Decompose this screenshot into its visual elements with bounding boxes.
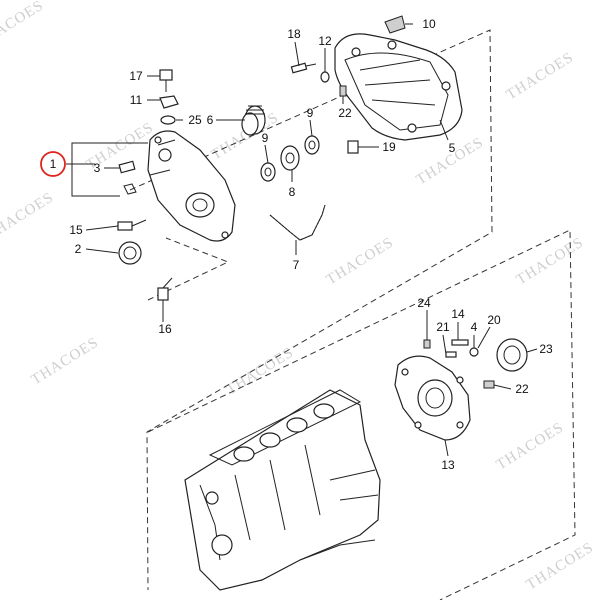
bolt-part-18	[290, 62, 317, 74]
plug-part-10	[384, 15, 406, 34]
callout-25: 25	[188, 113, 202, 127]
oil-seal-part-23	[496, 338, 528, 372]
callout-4: 4	[471, 320, 478, 334]
bracket-part-11	[159, 95, 179, 109]
timing-cover-part-1	[147, 130, 236, 242]
callout-8: 8	[289, 185, 296, 199]
callout-labels: 1 3 15 2 16 17 11 25 6 9 9 8 7 18 12 22 …	[50, 17, 553, 472]
bolt-part-14	[451, 339, 469, 346]
watermark: THACOES	[0, 189, 57, 243]
dowel-pin-part-22-lower	[483, 380, 495, 389]
washer-part-25	[160, 115, 176, 125]
callout-22-lower: 22	[515, 382, 529, 396]
lower-boundary-line	[147, 229, 576, 600]
callout-11: 11	[130, 93, 143, 107]
watermark: THACOES	[224, 344, 297, 398]
callout-17: 17	[129, 69, 143, 83]
engine-block	[184, 389, 381, 591]
callout-18: 18	[287, 27, 301, 41]
bearing-part-9-left	[260, 162, 276, 182]
watermark: THACOES	[494, 419, 567, 473]
callout-23: 23	[539, 342, 553, 356]
callout-19: 19	[382, 140, 396, 154]
oil-seal-part-2	[118, 241, 142, 265]
callout-20: 20	[487, 313, 501, 327]
callout-21: 21	[436, 320, 450, 334]
chain-part-7	[269, 204, 326, 241]
callout-5: 5	[449, 141, 456, 155]
bolt-part-17	[159, 69, 173, 92]
gear-case-part-5	[334, 33, 463, 141]
callout-12: 12	[318, 34, 332, 48]
o-ring-part-12	[320, 71, 330, 83]
bolt-part-16	[157, 277, 173, 301]
callout-7: 7	[293, 258, 300, 272]
bearing-part-9-right	[304, 135, 320, 155]
cover-boundary-line	[147, 237, 230, 301]
idler-gear-part-6	[241, 105, 266, 136]
bolt-part-15	[117, 219, 147, 231]
callout-9-left: 9	[262, 131, 269, 145]
callout-1: 1	[50, 157, 57, 171]
pin-part-24	[423, 339, 431, 349]
callout-3: 3	[94, 161, 101, 175]
bolt-part-19	[347, 140, 368, 154]
callout-9-right: 9	[307, 106, 314, 120]
watermark: THACOES	[0, 0, 47, 51]
watermark: THACOES	[524, 539, 597, 593]
washer-part-20	[469, 347, 479, 357]
callout-14: 14	[451, 307, 465, 321]
watermark: THACOES	[324, 234, 397, 288]
callout-6: 6	[207, 113, 214, 127]
watermark: THACOES	[29, 334, 102, 388]
callout-15: 15	[69, 223, 83, 237]
callout-22-upper: 22	[338, 106, 352, 120]
gear-part-8	[280, 145, 300, 171]
rear-plate-part-13	[394, 355, 471, 441]
callout-13: 13	[441, 458, 455, 472]
callout-2: 2	[75, 242, 82, 256]
pin-part-3	[118, 160, 137, 195]
callout-24: 24	[417, 296, 431, 310]
callout-10: 10	[422, 17, 436, 31]
watermark: THACOES	[504, 49, 577, 103]
leader-lines	[66, 23, 538, 457]
callout-16: 16	[158, 322, 172, 336]
dowel-pin-part-22	[339, 85, 347, 97]
watermark: THACOES	[514, 234, 587, 288]
bolt-part-21	[445, 351, 457, 358]
callout-highlight-ring	[40, 151, 66, 177]
